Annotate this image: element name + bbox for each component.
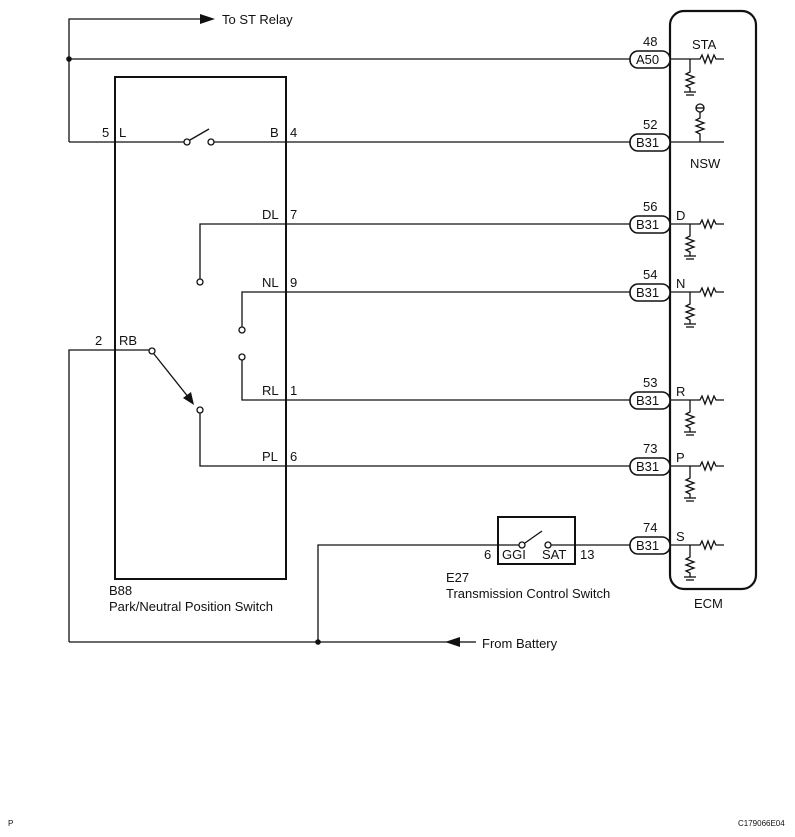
terminal-nl: NL xyxy=(262,275,279,290)
n-resistor-icon xyxy=(670,286,724,328)
pin-6: 6 xyxy=(290,449,297,464)
connector-b31-53: B31 xyxy=(629,391,671,410)
pin-sat-13: 13 xyxy=(580,547,594,562)
ecm-r-label: R xyxy=(676,384,685,399)
tcs-name: Transmission Control Switch xyxy=(446,586,610,601)
to-st-relay-label: To ST Relay xyxy=(222,12,293,27)
ecm-box xyxy=(668,9,758,591)
connector-b31-52-code: B31 xyxy=(636,135,659,150)
connector-b31-54-code: B31 xyxy=(636,285,659,300)
p-resistor-icon xyxy=(670,460,724,502)
figure-code: C179066E04 xyxy=(738,819,785,828)
s-resistor-icon xyxy=(670,539,724,581)
ecm-s-label: S xyxy=(676,529,685,544)
rb-contact-icon xyxy=(148,347,156,355)
connector-b31-53-code: B31 xyxy=(636,393,659,408)
tcs-box xyxy=(497,516,576,565)
pin-2: 2 xyxy=(95,333,102,348)
r-resistor-icon xyxy=(670,394,724,436)
ecm-d-label: D xyxy=(676,208,685,223)
rb-selector-arrow-icon xyxy=(153,353,194,405)
dl-contact-icon xyxy=(196,278,204,286)
sta-resistor-icon xyxy=(670,53,724,96)
ecm-label: ECM xyxy=(694,596,723,611)
pin-74: 74 xyxy=(643,520,657,535)
connector-b31-56-code: B31 xyxy=(636,217,659,232)
tcs-code: E27 xyxy=(446,570,469,585)
ecm-p-label: P xyxy=(676,450,685,465)
rl-wire xyxy=(241,360,630,401)
pl-contact-icon xyxy=(196,406,204,414)
ecm-n-label: N xyxy=(676,276,685,291)
from-battery-wire xyxy=(69,637,476,647)
pnp-switch-name: Park/Neutral Position Switch xyxy=(109,599,273,614)
connector-b31-74-code: B31 xyxy=(636,538,659,553)
pin-5: 5 xyxy=(102,125,109,140)
pnp-switch-box xyxy=(114,76,287,580)
tcs-sat-label: SAT xyxy=(542,547,566,562)
connector-a50-code: A50 xyxy=(636,52,659,67)
pin-56: 56 xyxy=(643,199,657,214)
dl-wire xyxy=(199,223,630,279)
terminal-b: B xyxy=(270,125,279,140)
pin-9: 9 xyxy=(290,275,297,290)
from-battery-label: From Battery xyxy=(482,636,558,651)
rb-wire xyxy=(68,349,149,642)
ecm-nsw-label: NSW xyxy=(690,156,721,171)
terminal-rl: RL xyxy=(262,383,279,398)
terminal-dl: DL xyxy=(262,207,279,222)
ecm-sta-label: STA xyxy=(692,37,717,52)
pin-53: 53 xyxy=(643,375,657,390)
pin-52: 52 xyxy=(643,117,657,132)
connector-b31-73-code: B31 xyxy=(636,459,659,474)
tcs-switch-icon xyxy=(518,530,552,549)
terminal-pl: PL xyxy=(262,449,278,464)
terminal-l: L xyxy=(119,125,126,140)
nl-wire xyxy=(241,291,630,327)
tcs-ggi-label: GGI xyxy=(502,547,526,562)
pin-ggi-6: 6 xyxy=(484,547,491,562)
pin-54: 54 xyxy=(643,267,657,282)
pl-wire xyxy=(199,413,630,467)
connector-a50: A50 xyxy=(629,50,671,69)
connector-b31-56: B31 xyxy=(629,215,671,234)
d-resistor-icon xyxy=(670,218,724,260)
pin-1: 1 xyxy=(290,383,297,398)
rl-contact-icon xyxy=(238,353,246,361)
l-b-switch-icon xyxy=(183,128,215,146)
tcs-ggi-wire xyxy=(317,544,519,642)
pin-73: 73 xyxy=(643,441,657,456)
connector-b31-52: B31 xyxy=(629,133,671,152)
page-letter: P xyxy=(8,819,13,828)
pin-4: 4 xyxy=(290,125,297,140)
nsw-pullup-resistor-icon xyxy=(670,103,724,143)
pin-7: 7 xyxy=(290,207,297,222)
connector-b31-54: B31 xyxy=(629,283,671,302)
connector-b31-73: B31 xyxy=(629,457,671,476)
pnp-switch-code: B88 xyxy=(109,583,132,598)
pin-48: 48 xyxy=(643,34,657,49)
connector-b31-74: B31 xyxy=(629,536,671,555)
nl-contact-icon xyxy=(238,326,246,334)
terminal-rb: RB xyxy=(119,333,137,348)
